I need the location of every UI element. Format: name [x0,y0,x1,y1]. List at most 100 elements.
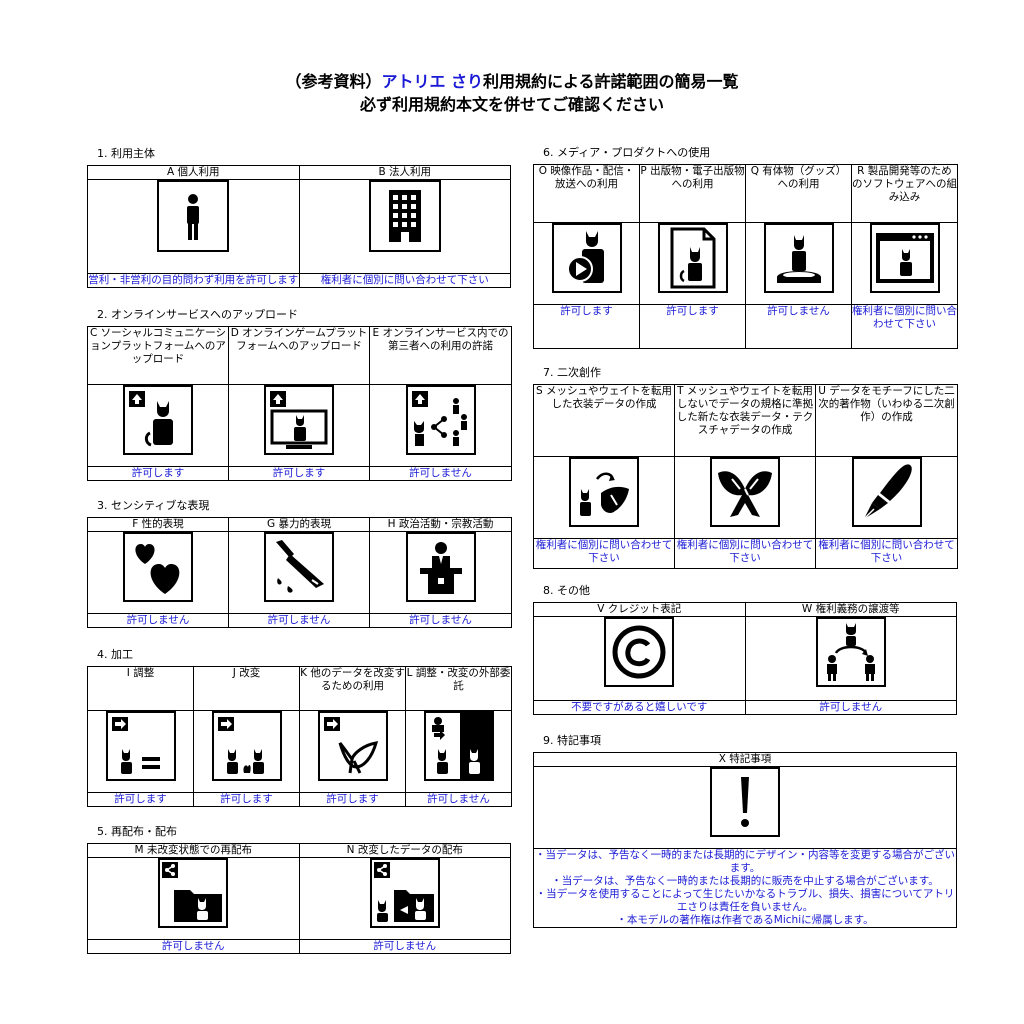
office-building-icon [368,180,441,252]
section-sensitive-expression: 3. センシティブな表現 F 性的表現 G 暴力的表現 H 政治活動・宗教活動 … [87,499,512,628]
section-derivative-works: 7. 二次創作 S メッシュやウェイトを転用した衣装データの作成 T メッシュや… [533,366,958,569]
col-header: D オンラインゲームプラットフォームへのアップロード [228,326,370,385]
exclamation-icon [710,767,780,837]
section-special-notes: 9. 特記事項 X 特記事項 ・当データは、予告なく一時的または長期的にデザイン… [533,734,957,928]
section-usage-subject: 1. 利用主体 A 個人利用 B 法人利用 営利・非営利の目的問わず利用を許可し… [87,147,511,288]
title-suffix: 利用規約による許諾範囲の簡易一覧 [483,72,739,91]
permission-text: 営利・非営利の目的問わず利用を許可します [87,273,300,288]
share-folder-modified-cat-icon [369,858,440,928]
page-title: （参考資料）アトリエ さり利用規約による許諾範囲の簡易一覧 [0,70,1024,94]
permission-text: 権利者に個別に問い合わせて下さい [533,538,675,569]
section-table: O 映像作品・配信・放送への利用 P 出版物・電子出版物への利用 Q 有体物（グ… [533,164,958,349]
permission-text: 許可しません [369,466,512,481]
permission-text: 許可します [639,304,746,349]
outsource-cat-icon [423,711,494,781]
col-header: A 個人利用 [87,165,300,180]
section-processing: 4. 加工 I 調整 J 改変 K 他のデータを改変するための利用 L 調整・改… [87,648,512,807]
permission-text: 許可しません [369,613,512,628]
permission-text: 不要ですがあると嬉しいです [533,700,746,715]
section-label: 3. センシティブな表現 [97,499,210,512]
arrow-cat-modified-icon [211,711,282,781]
person-icon [157,180,230,252]
permission-text: 許可しません [405,792,512,807]
section-table: M 未改変状態での再配布 N 改変したデータの配布 許可しません 許可しません [87,843,511,954]
col-header: V クレジット表記 [533,602,746,617]
section-table: F 性的表現 G 暴力的表現 H 政治活動・宗教活動 許可しません 許可しません… [87,517,512,628]
col-header: N 改変したデータの配布 [298,843,511,858]
permission-text: 許可しません [87,939,300,954]
col-header: U データをモチーフにした二次的著作物（いわゆる二次創作）の作成 [815,384,958,457]
title-studio-name: アトリエ さり [381,72,484,91]
arrow-deform-ribbon-icon [317,711,388,781]
permission-text: 許可します [299,792,406,807]
share-folder-cat-icon [158,858,229,928]
col-header: K 他のデータを改変するための利用 [299,666,406,711]
col-header: C ソーシャルコミュニケーションプラットフォームへのアップロード [87,326,229,385]
hearts-icon [123,532,193,602]
section-label: 4. 加工 [97,648,133,661]
col-header: J 改変 [193,666,300,711]
permission-text: 権利者に個別に問い合わせて下さい [851,304,958,349]
section-others: 8. その他 V クレジット表記 W 権利義務の譲渡等 不要ですがあると嬉しいで… [533,584,957,715]
arrow-cat-equal-icon [105,711,176,781]
software-window-cat-icon [869,223,940,293]
section-redistribution: 5. 再配布・配布 M 未改変状態での再配布 N 改変したデータの配布 許可しま… [87,825,511,954]
section-table: I 調整 J 改変 K 他のデータを改変するための利用 L 調整・改変の外部委託… [87,666,512,807]
col-header: T メッシュやウェイトを転用しないでデータの規格に準拠した新たな衣装データ・テク… [674,384,816,457]
video-play-cat-icon [551,223,622,293]
section-label: 9. 特記事項 [543,734,601,747]
col-header: R 製品開発等のためのソフトウェアへの組み込み [851,164,958,223]
permission-text: 権利者に個別に問い合わせて下さい [298,273,511,288]
permission-text: 権利者に個別に問い合わせて下さい [674,538,816,569]
permission-text: 許可します [533,304,640,349]
page-subtitle: 必ず利用規約本文を併せてご確認ください [359,95,664,114]
col-header: G 暴力的表現 [228,517,370,532]
document-cat-icon [657,223,728,293]
section-label: 1. 利用主体 [97,147,155,160]
col-header: E オンラインサービス内での第三者への利用の許諾 [369,326,512,385]
upload-share-network-icon [405,385,476,455]
upload-cat-icon [123,385,193,455]
permission-text: 許可します [87,466,229,481]
col-header: Q 有体物（グッズ）への利用 [745,164,852,223]
permission-text: 許可します [228,466,370,481]
permission-text: 許可しません [745,304,852,349]
section-label: 7. 二次創作 [543,366,601,379]
col-header: I 調整 [87,666,194,711]
note-item: ・当データは、予告なく一時的または長期的に販売を中止する場合がございます。 [551,875,939,887]
section-table: S メッシュやウェイトを転用した衣装データの作成 T メッシュやウェイトを転用し… [533,384,958,569]
permission-text: 権利者に個別に問い合わせて下さい [815,538,958,569]
notes-list: ・当データは、予告なく一時的または長期的にデザイン・内容等を変更する場合がござい… [533,848,957,928]
ribbon-icon [710,457,780,527]
section-online-upload: 2. オンラインサービスへのアップロード C ソーシャルコミュニケーションプラッ… [87,308,512,481]
col-header: P 出版物・電子出版物への利用 [639,164,746,223]
upload-game-cat-icon [264,385,334,455]
bloody-knife-icon [264,532,334,602]
col-header: F 性的表現 [87,517,229,532]
col-header: B 法人利用 [298,165,511,180]
cat-ribbon-transfer-icon [569,457,639,527]
section-label: 5. 再配布・配布 [97,825,177,838]
section-label: 8. その他 [543,584,590,597]
permission-text: 許可しません [298,939,511,954]
section-table: C ソーシャルコミュニケーションプラットフォームへのアップロード D オンライン… [87,326,512,481]
permission-text: 許可しません [228,613,370,628]
col-header: M 未改変状態での再配布 [87,843,300,858]
permission-text: 許可します [193,792,300,807]
section-table: V クレジット表記 W 権利義務の譲渡等 不要ですがあると嬉しいです 許可しませ… [533,602,957,715]
note-item: ・当データは、予告なく一時的または長期的にデザイン・内容等を変更する場合がござい… [535,849,955,874]
section-media-products: 6. メディア・プロダクトへの使用 O 映像作品・配信・放送への利用 P 出版物… [533,146,958,349]
permission-text: 許可します [87,792,194,807]
col-header: O 映像作品・配信・放送への利用 [533,164,640,223]
col-header: L 調整・改変の外部委託 [405,666,512,711]
col-header: S メッシュやウェイトを転用した衣装データの作成 [533,384,675,457]
section-label: 2. オンラインサービスへのアップロード [97,308,298,321]
section-table: A 個人利用 B 法人利用 営利・非営利の目的問わず利用を許可します 権利者に個… [87,165,511,288]
podium-speaker-icon [405,532,476,602]
figure-base-cat-icon [763,223,834,293]
col-header: X 特記事項 [533,752,957,767]
section-label: 6. メディア・プロダクトへの使用 [543,146,711,159]
col-header: W 権利義務の譲渡等 [744,602,957,617]
title-prefix: （参考資料） [285,72,382,91]
note-item: ・当データを使用することによって生じたいかなるトラブル、損失、損害についてアトリ… [535,888,955,913]
